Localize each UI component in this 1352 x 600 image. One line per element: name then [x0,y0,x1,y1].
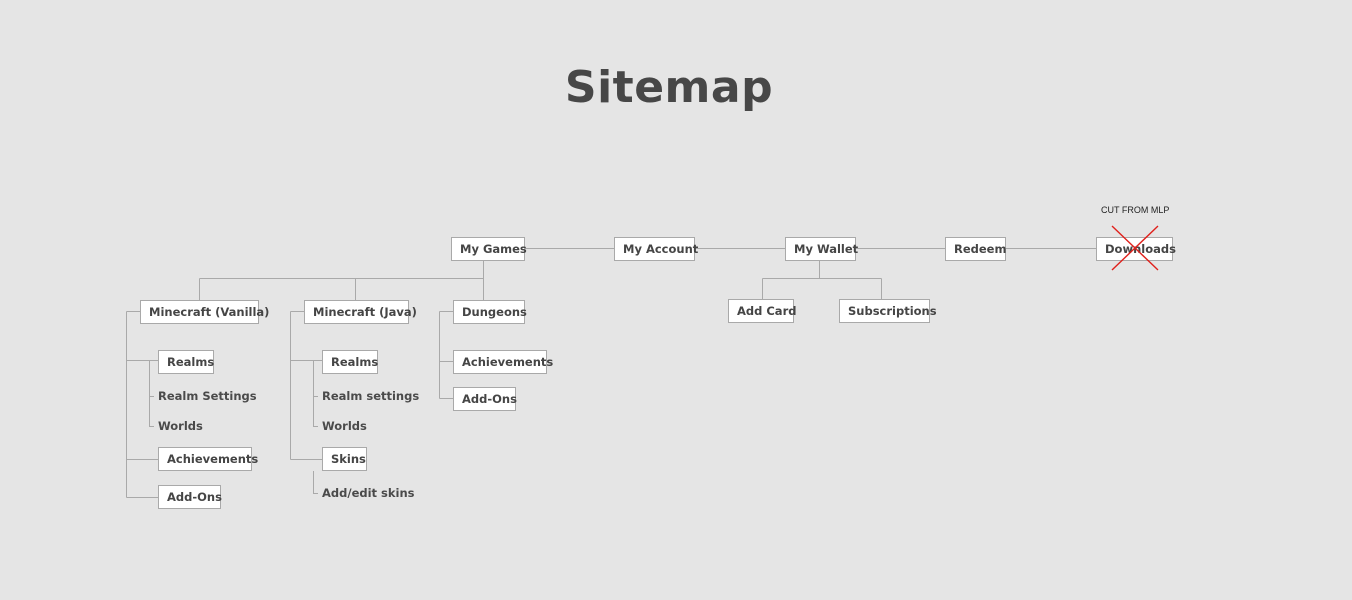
node-dungeons-achievements: Achievements [453,350,553,374]
node-subscriptions: Subscriptions [839,299,937,323]
leaf-vanilla-realm-settings: Realm Settings [158,389,257,403]
node-downloads: Downloads [1096,237,1176,261]
node-dungeons-add-ons: Add-Ons [453,387,517,411]
node-vanilla-add-ons: Add-Ons [158,485,222,509]
node-java-skins: Skins [322,447,367,471]
node-vanilla-realms: Realms [158,350,214,374]
page-title: Sitemap [564,62,774,113]
leaf-vanilla-worlds: Worlds [158,419,203,433]
node-minecraft-java: Minecraft (Java) [304,300,417,324]
node-my-games: My Games [451,237,527,261]
leaf-java-worlds: Worlds [322,419,367,433]
strike-x-icon [1111,225,1159,271]
node-my-account: My Account [614,237,698,261]
leaf-java-add-edit-skins: Add/edit skins [322,486,415,500]
node-add-card: Add Card [728,299,796,323]
cut-note: CUT FROM MLP [1101,205,1170,215]
node-minecraft-vanilla: Minecraft (Vanilla) [140,300,269,324]
leaf-java-realm-settings: Realm settings [322,389,420,403]
node-java-realms: Realms [322,350,378,374]
node-dungeons: Dungeons [453,300,527,324]
node-my-wallet: My Wallet [785,237,858,261]
node-vanilla-achievements: Achievements [158,447,258,471]
node-redeem: Redeem [945,237,1006,261]
